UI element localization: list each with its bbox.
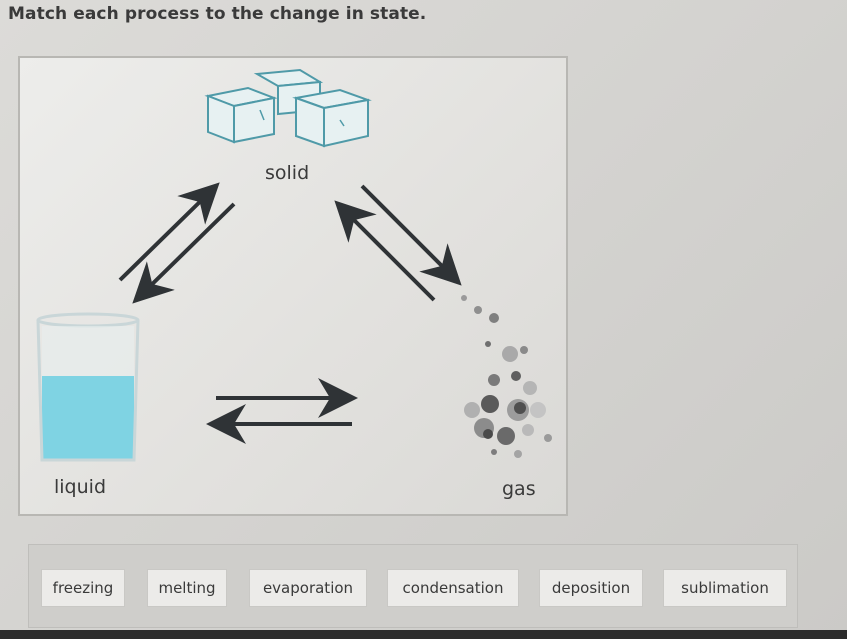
states-of-matter-diagram: solid liquid gas bbox=[18, 56, 568, 516]
answer-chip-sublimation[interactable]: sublimation bbox=[663, 569, 787, 607]
gas-particles-icon bbox=[461, 295, 552, 458]
arrows-solid-liquid bbox=[118, 182, 236, 304]
instruction-text: Match each process to the change in stat… bbox=[8, 4, 427, 24]
arrow-liquid-to-solid bbox=[118, 182, 220, 282]
arrows-solid-gas bbox=[334, 184, 462, 302]
answer-chip-freezing[interactable]: freezing bbox=[41, 569, 125, 607]
answer-chip-condensation[interactable]: condensation bbox=[387, 569, 519, 607]
arrow-gas-to-solid bbox=[334, 200, 436, 302]
solid-label: solid bbox=[265, 162, 310, 184]
arrow-solid-to-liquid bbox=[132, 202, 236, 304]
answer-bank: freezing melting evaporation condensatio… bbox=[28, 544, 798, 628]
gas-label: gas bbox=[502, 478, 536, 500]
answer-chip-evaporation[interactable]: evaporation bbox=[249, 569, 367, 607]
answer-chip-melting[interactable]: melting bbox=[147, 569, 227, 607]
arrows-liquid-gas bbox=[206, 378, 358, 444]
answer-chip-deposition[interactable]: deposition bbox=[539, 569, 643, 607]
diagram-graphics bbox=[36, 68, 552, 462]
liquid-label: liquid bbox=[54, 476, 106, 498]
screen-bottom-edge bbox=[0, 630, 847, 639]
ice-cubes-icon bbox=[204, 68, 372, 148]
arrow-solid-to-gas bbox=[360, 184, 462, 286]
beaker-of-water-icon bbox=[36, 312, 140, 462]
